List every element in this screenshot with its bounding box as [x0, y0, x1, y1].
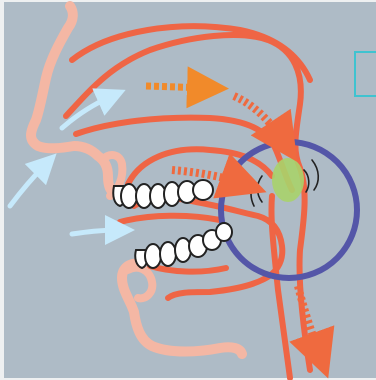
airway-blockage	[272, 158, 304, 202]
